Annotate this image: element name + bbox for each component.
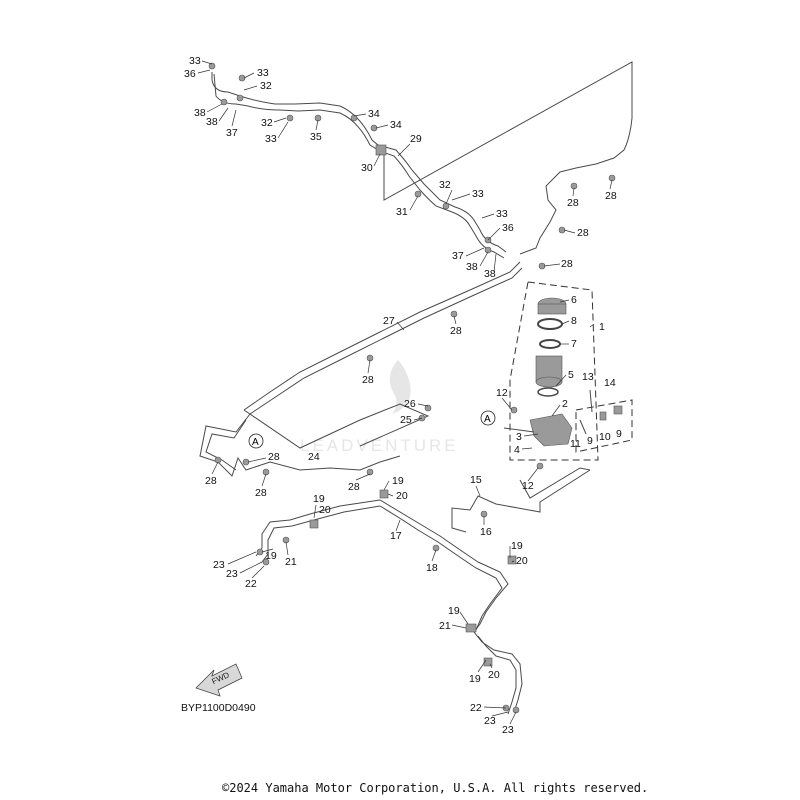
- callout-18: 18: [426, 562, 438, 574]
- callout-7: 7: [571, 338, 577, 350]
- callout-33: 33: [265, 133, 277, 145]
- callout-23: 23: [502, 724, 514, 736]
- callout-33: 33: [496, 208, 508, 220]
- callout-15: 15: [470, 474, 482, 486]
- callout-20: 20: [516, 555, 528, 567]
- callout-12: 12: [522, 480, 534, 492]
- callout-21: 21: [439, 620, 451, 632]
- callout-20: 20: [488, 669, 500, 681]
- callout-19: 19: [448, 605, 460, 617]
- callout-32: 32: [439, 179, 451, 191]
- callout-19: 19: [469, 673, 481, 685]
- callout-8: 8: [571, 315, 577, 327]
- callout-2: 2: [562, 398, 568, 410]
- callout-30: 30: [361, 162, 373, 174]
- callout-26: 26: [404, 398, 416, 410]
- callout-22: 22: [470, 702, 482, 714]
- callout-28: 28: [362, 374, 374, 386]
- front-brake-hose: [255, 467, 591, 715]
- callout-24: 24: [308, 451, 320, 463]
- callout-3: 3: [516, 431, 522, 443]
- callout-33: 33: [472, 188, 484, 200]
- callout-4: 4: [514, 444, 520, 456]
- callout-6: 6: [571, 294, 577, 306]
- callout-10: 10: [599, 431, 611, 443]
- callout-16: 16: [480, 526, 492, 538]
- left-brake-hose: [199, 413, 401, 477]
- callout-34: 34: [390, 119, 402, 131]
- callout-31: 31: [396, 206, 408, 218]
- callout-38: 38: [194, 107, 206, 119]
- callout-23: 23: [213, 559, 225, 571]
- callout-13: 13: [582, 371, 594, 383]
- callout-37: 37: [452, 250, 464, 262]
- callout-38: 38: [466, 261, 478, 273]
- callout-38: 38: [484, 268, 496, 280]
- diagram-code: BYP1100D0490: [181, 702, 256, 714]
- callout-23: 23: [226, 568, 238, 580]
- callout-25: 25: [400, 414, 412, 426]
- ref-a-right-letter: A: [484, 414, 491, 425]
- callout-11: 11: [570, 438, 581, 450]
- callout-35: 35: [310, 131, 322, 143]
- callout-38: 38: [206, 116, 218, 128]
- callout-33: 33: [257, 67, 269, 79]
- callout-20: 20: [396, 490, 408, 502]
- fwd-arrow-icon: FWD: [195, 663, 243, 697]
- upper-brake-hose: [211, 61, 633, 259]
- callout-36: 36: [502, 222, 514, 234]
- callout-9: 9: [616, 428, 622, 440]
- callout-12: 12: [496, 387, 508, 399]
- callout-28: 28: [348, 481, 360, 493]
- callout-20: 20: [319, 504, 331, 516]
- callout-32: 32: [261, 117, 273, 129]
- callout-33: 33: [189, 55, 201, 67]
- callout-28: 28: [268, 451, 280, 463]
- callout-28: 28: [205, 475, 217, 487]
- callout-28: 28: [561, 258, 573, 270]
- callout-29: 29: [410, 133, 422, 145]
- callout-34: 34: [368, 108, 380, 120]
- callout-28: 28: [567, 197, 579, 209]
- callout-23: 23: [484, 715, 496, 727]
- callout-21: 21: [285, 556, 297, 568]
- callout-19: 19: [511, 540, 523, 552]
- middle-brake-hose: [243, 261, 523, 449]
- callout-14: 14: [604, 377, 616, 389]
- callout-28: 28: [255, 487, 267, 499]
- callout-19: 19: [392, 475, 404, 487]
- leader-lines: [197, 60, 613, 725]
- callout-19: 19: [313, 493, 325, 505]
- fasteners: [208, 62, 616, 714]
- copyright-footer: ©2024 Yamaha Motor Corporation, U.S.A. A…: [222, 781, 649, 795]
- callout-19: 19: [265, 550, 277, 562]
- ref-a-left: A: [248, 433, 264, 449]
- callouts: 33 36 33 32 38 38 37 32 33 35 34 34 29 3…: [184, 55, 622, 736]
- ref-a-right: A: [480, 410, 496, 426]
- callout-22: 22: [245, 578, 257, 590]
- callout-5: 5: [568, 369, 574, 381]
- callout-32: 32: [260, 80, 272, 92]
- watermark-text: LEADVENTURE: [300, 436, 459, 455]
- watermark: LEADVENTURE: [300, 360, 459, 455]
- callout-9: 9: [587, 435, 593, 447]
- callout-17: 17: [390, 530, 402, 542]
- callout-36: 36: [184, 68, 196, 80]
- ref-a-left-letter: A: [252, 437, 259, 448]
- callout-28: 28: [577, 227, 589, 239]
- callout-28: 28: [605, 190, 617, 202]
- callout-28: 28: [450, 325, 462, 337]
- callout-27: 27: [383, 315, 395, 327]
- callout-1: 1: [599, 321, 605, 333]
- callout-37: 37: [226, 127, 238, 139]
- master-cylinder-assembly: [503, 281, 633, 461]
